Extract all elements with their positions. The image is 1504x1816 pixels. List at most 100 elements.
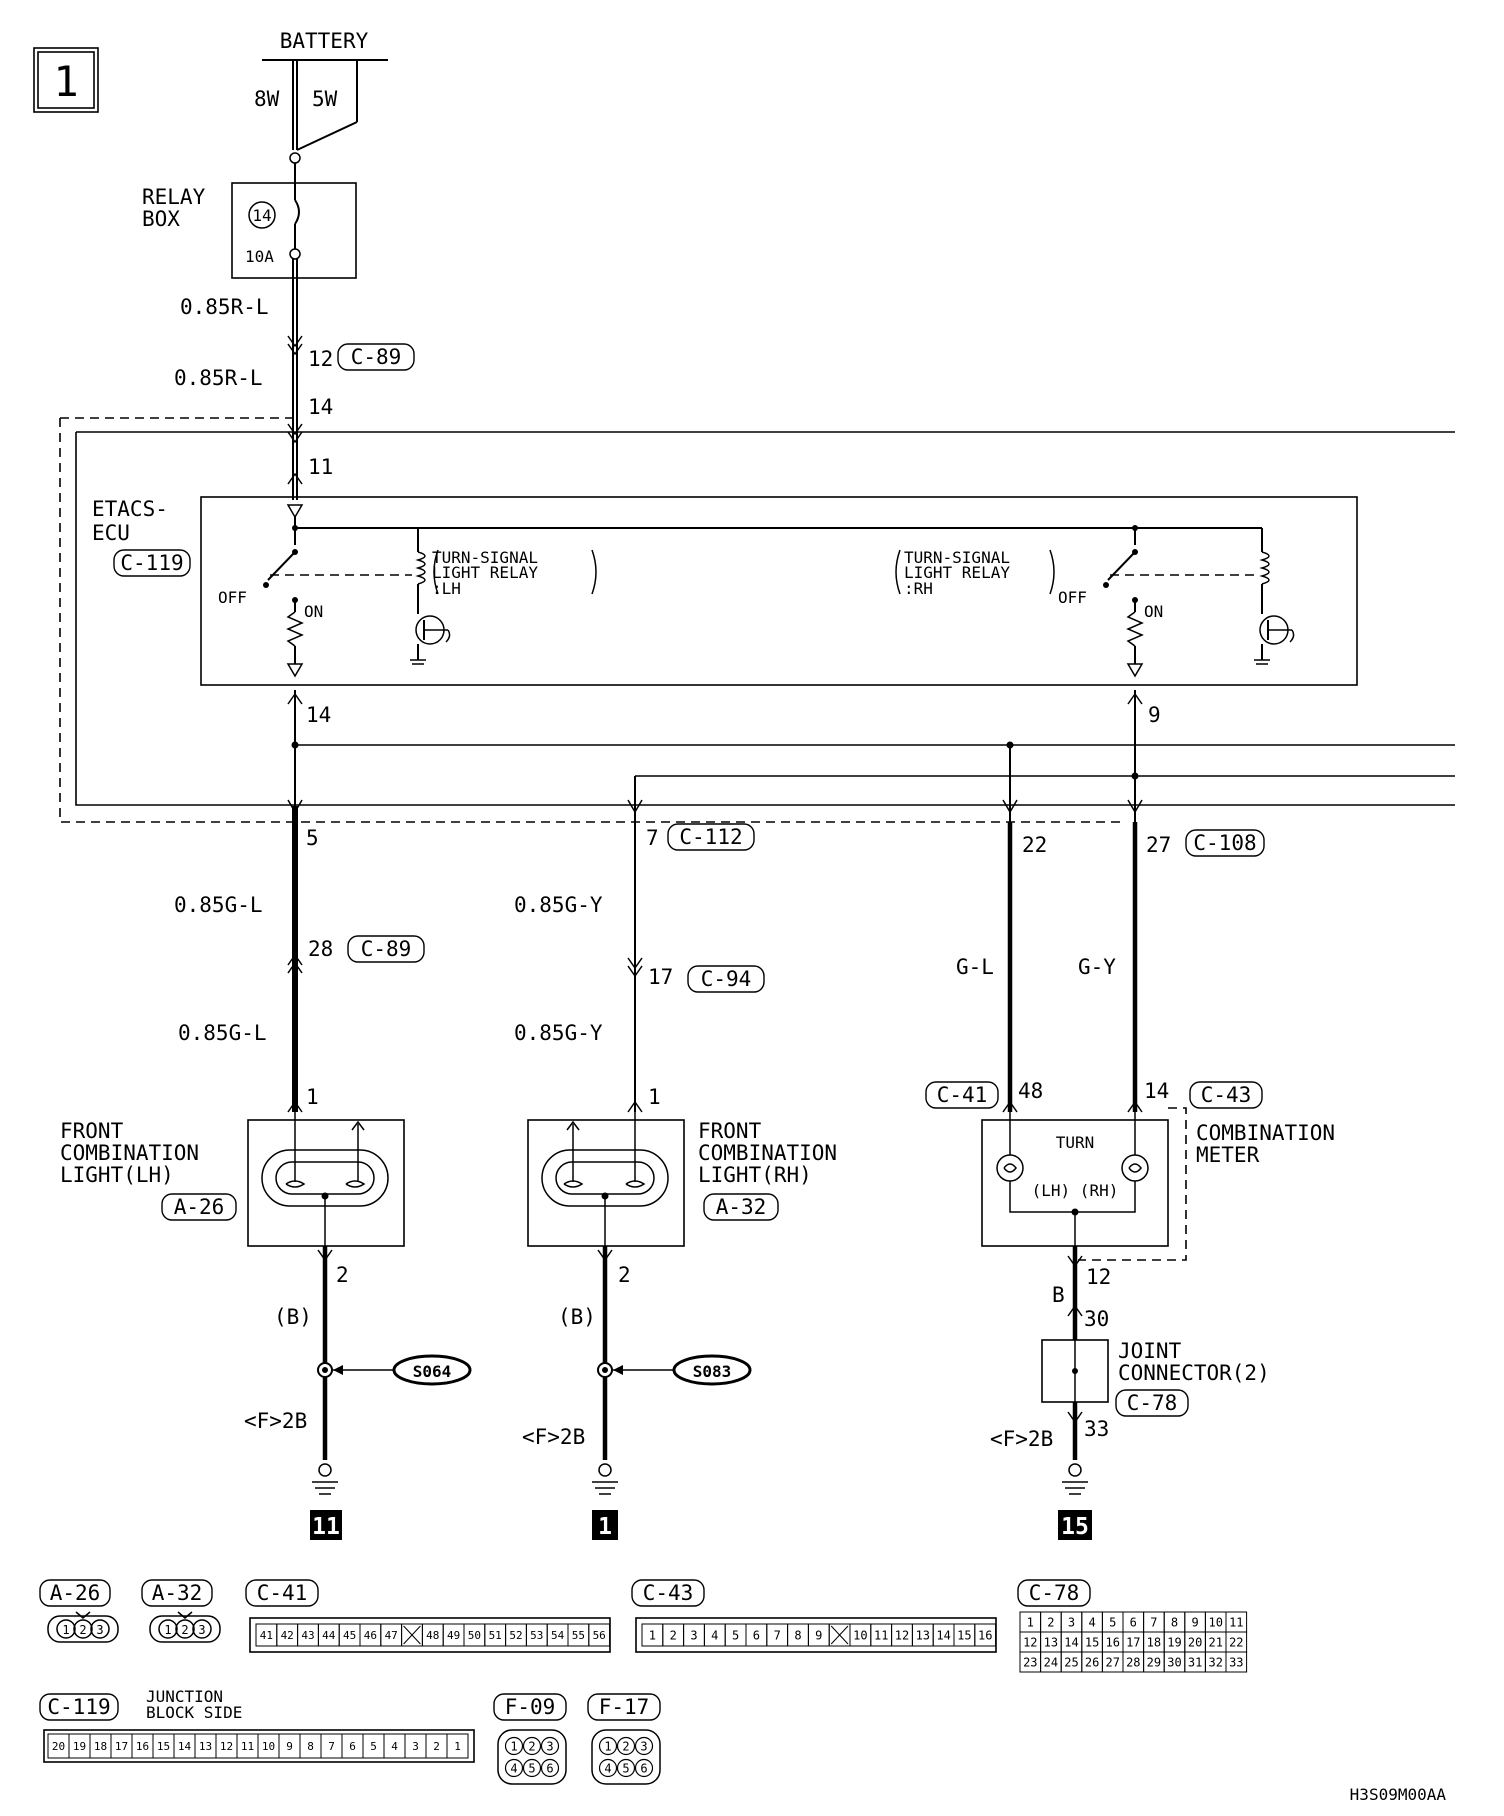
c78-pin: 16 (1105, 1635, 1119, 1649)
connector-a26-name: A-26 (50, 1581, 101, 1605)
c78-pin: 23 (1023, 1655, 1037, 1669)
c119-pin: 6 (349, 1740, 356, 1753)
etacs-outputs: 14 9 (287, 690, 1161, 1112)
c78-pin: 2 (1047, 1615, 1054, 1629)
c78-pin: 22 (1229, 1635, 1243, 1649)
junction-block-outline (59, 417, 1455, 823)
c43-pin: 4 (711, 1628, 718, 1642)
c119-pin: 5 (370, 1740, 377, 1753)
circuit-rh: 7 C-112 0.85G-Y 17 C-94 0.85G-Y 1 FRONT … (514, 776, 837, 1540)
connector-c78: C-78 (1127, 1391, 1178, 1415)
junction-block-side-1: JUNCTION (146, 1687, 223, 1706)
c78-cell (1225, 1651, 1248, 1673)
relay-rh-line1: TURN-SIGNAL (904, 548, 1010, 567)
c78-pin: 32 (1208, 1655, 1222, 1669)
c78-pin: 1 (1027, 1615, 1034, 1629)
lh-lamp-label-1: FRONT (60, 1119, 124, 1143)
c78-pin: 20 (1188, 1635, 1202, 1649)
c43-pin: 5 (732, 1628, 739, 1642)
svg-text:1: 1 (62, 1623, 69, 1637)
rh-lamp-label-1: FRONT (698, 1119, 762, 1143)
c119-pin: 18 (94, 1740, 107, 1753)
relay-box: RELAY BOX 14 10A (142, 163, 357, 279)
c119-pin: 10 (262, 1740, 275, 1753)
c78-pin: 9 (1191, 1615, 1198, 1629)
rh-lamp-label-3: LIGHT(RH) (698, 1163, 812, 1187)
f09-pin: 3 (546, 1740, 553, 1754)
svg-text:3: 3 (96, 1623, 103, 1637)
c78-pin: 5 (1109, 1615, 1116, 1629)
c43-pin: 1 (649, 1628, 656, 1642)
c119-pin: 17 (115, 1740, 128, 1753)
drawing-code: H3S09M00AA (1350, 1785, 1447, 1804)
c41-pin: 47 (385, 1629, 398, 1642)
rh-wire-label-1: 0.85G-Y (514, 893, 603, 917)
c78-pin: 11 (1229, 1615, 1243, 1629)
c119-pin: 13 (199, 1740, 212, 1753)
connector-f17-name: F-17 (599, 1695, 650, 1719)
f17-pin: 1 (604, 1740, 611, 1754)
c119-pin: 7 (328, 1740, 335, 1753)
relay-rh-line2: LIGHT RELAY (904, 563, 1010, 582)
circuit-lh: 5 0.85G-L 28 C-89 0.85G-L 1 FRONT COMBIN… (60, 799, 472, 1540)
c78-pin: 18 (1147, 1635, 1161, 1649)
meter-label-1: COMBINATION (1196, 1121, 1335, 1145)
connector-a32: A-32 (716, 1195, 767, 1219)
joint-label-2: CONNECTOR(2) (1118, 1361, 1270, 1385)
lh-pin-28: 28 (308, 937, 333, 961)
c78-pin: 30 (1167, 1655, 1181, 1669)
f09-pin: 5 (528, 1762, 535, 1776)
c41-cell (588, 1623, 611, 1647)
feed-wire-upper-label: 0.85R-L (180, 295, 269, 319)
rh-pin-7: 7 (646, 826, 659, 850)
c41-pin: 52 (509, 1629, 522, 1642)
rh-off-label: OFF (1058, 588, 1087, 607)
page-number-box: 1 (33, 47, 99, 113)
etacs-label-2: ECU (92, 521, 130, 545)
c119-pin: 12 (220, 1740, 233, 1753)
joint-label-1: JOINT (1118, 1339, 1182, 1363)
svg-text:1: 1 (164, 1623, 171, 1637)
joint-pin-30: 30 (1084, 1307, 1109, 1331)
connector-c43-name: C-43 (643, 1581, 694, 1605)
c78-pin: 21 (1208, 1635, 1222, 1649)
c78-pin: 3 (1068, 1615, 1075, 1629)
c41-pin: 50 (468, 1629, 481, 1642)
joint-pin-33: 33 (1084, 1417, 1109, 1441)
c43-pin: 8 (794, 1628, 801, 1642)
c43-pin: 3 (690, 1628, 697, 1642)
c78-pin: 12 (1023, 1635, 1037, 1649)
relay-lh-line2: LIGHT RELAY (432, 563, 538, 582)
f17-pin: 5 (622, 1762, 629, 1776)
c41-pin: 42 (281, 1629, 294, 1642)
connector-a26: A-26 (174, 1195, 225, 1219)
c119-pin: 8 (307, 1740, 314, 1753)
meter-pin-48: 48 (1018, 1079, 1043, 1103)
c78-pin: 31 (1188, 1655, 1202, 1669)
ground-point-15: 15 (1061, 1514, 1089, 1540)
meter-pin-14: 14 (1144, 1079, 1169, 1103)
c41-pin: 44 (322, 1629, 336, 1642)
rh-pin-2: 2 (618, 1263, 631, 1287)
relay-rh-line3: :RH (904, 579, 933, 598)
f09-pin: 4 (510, 1762, 517, 1776)
c41-pin: 53 (530, 1629, 543, 1642)
f09-pin: 2 (528, 1740, 535, 1754)
svg-text:3: 3 (198, 1623, 205, 1637)
c78-pin: 4 (1088, 1615, 1095, 1629)
circuit-meter: 22 27 C-108 G-L G-Y C-41 48 14 C-43 COMB… (925, 745, 1335, 1540)
connector-c41-name: C-41 (257, 1581, 308, 1605)
c43-pin: 15 (957, 1628, 971, 1642)
feed-wire: 0.85R-L 12 C-89 0.85R-L 14 11 (174, 259, 415, 500)
connector-f09-name: F-09 (505, 1695, 556, 1719)
c119-pin: 2 (433, 1740, 440, 1753)
f17-pin: 6 (640, 1762, 647, 1776)
c78-pin: 7 (1150, 1615, 1157, 1629)
relay-box-label-2: BOX (142, 207, 180, 231)
c78-pin: 8 (1171, 1615, 1178, 1629)
relay-lh-line3: :LH (432, 579, 461, 598)
c78-pin: 27 (1105, 1655, 1119, 1669)
connector-c119: C-119 (120, 551, 183, 575)
